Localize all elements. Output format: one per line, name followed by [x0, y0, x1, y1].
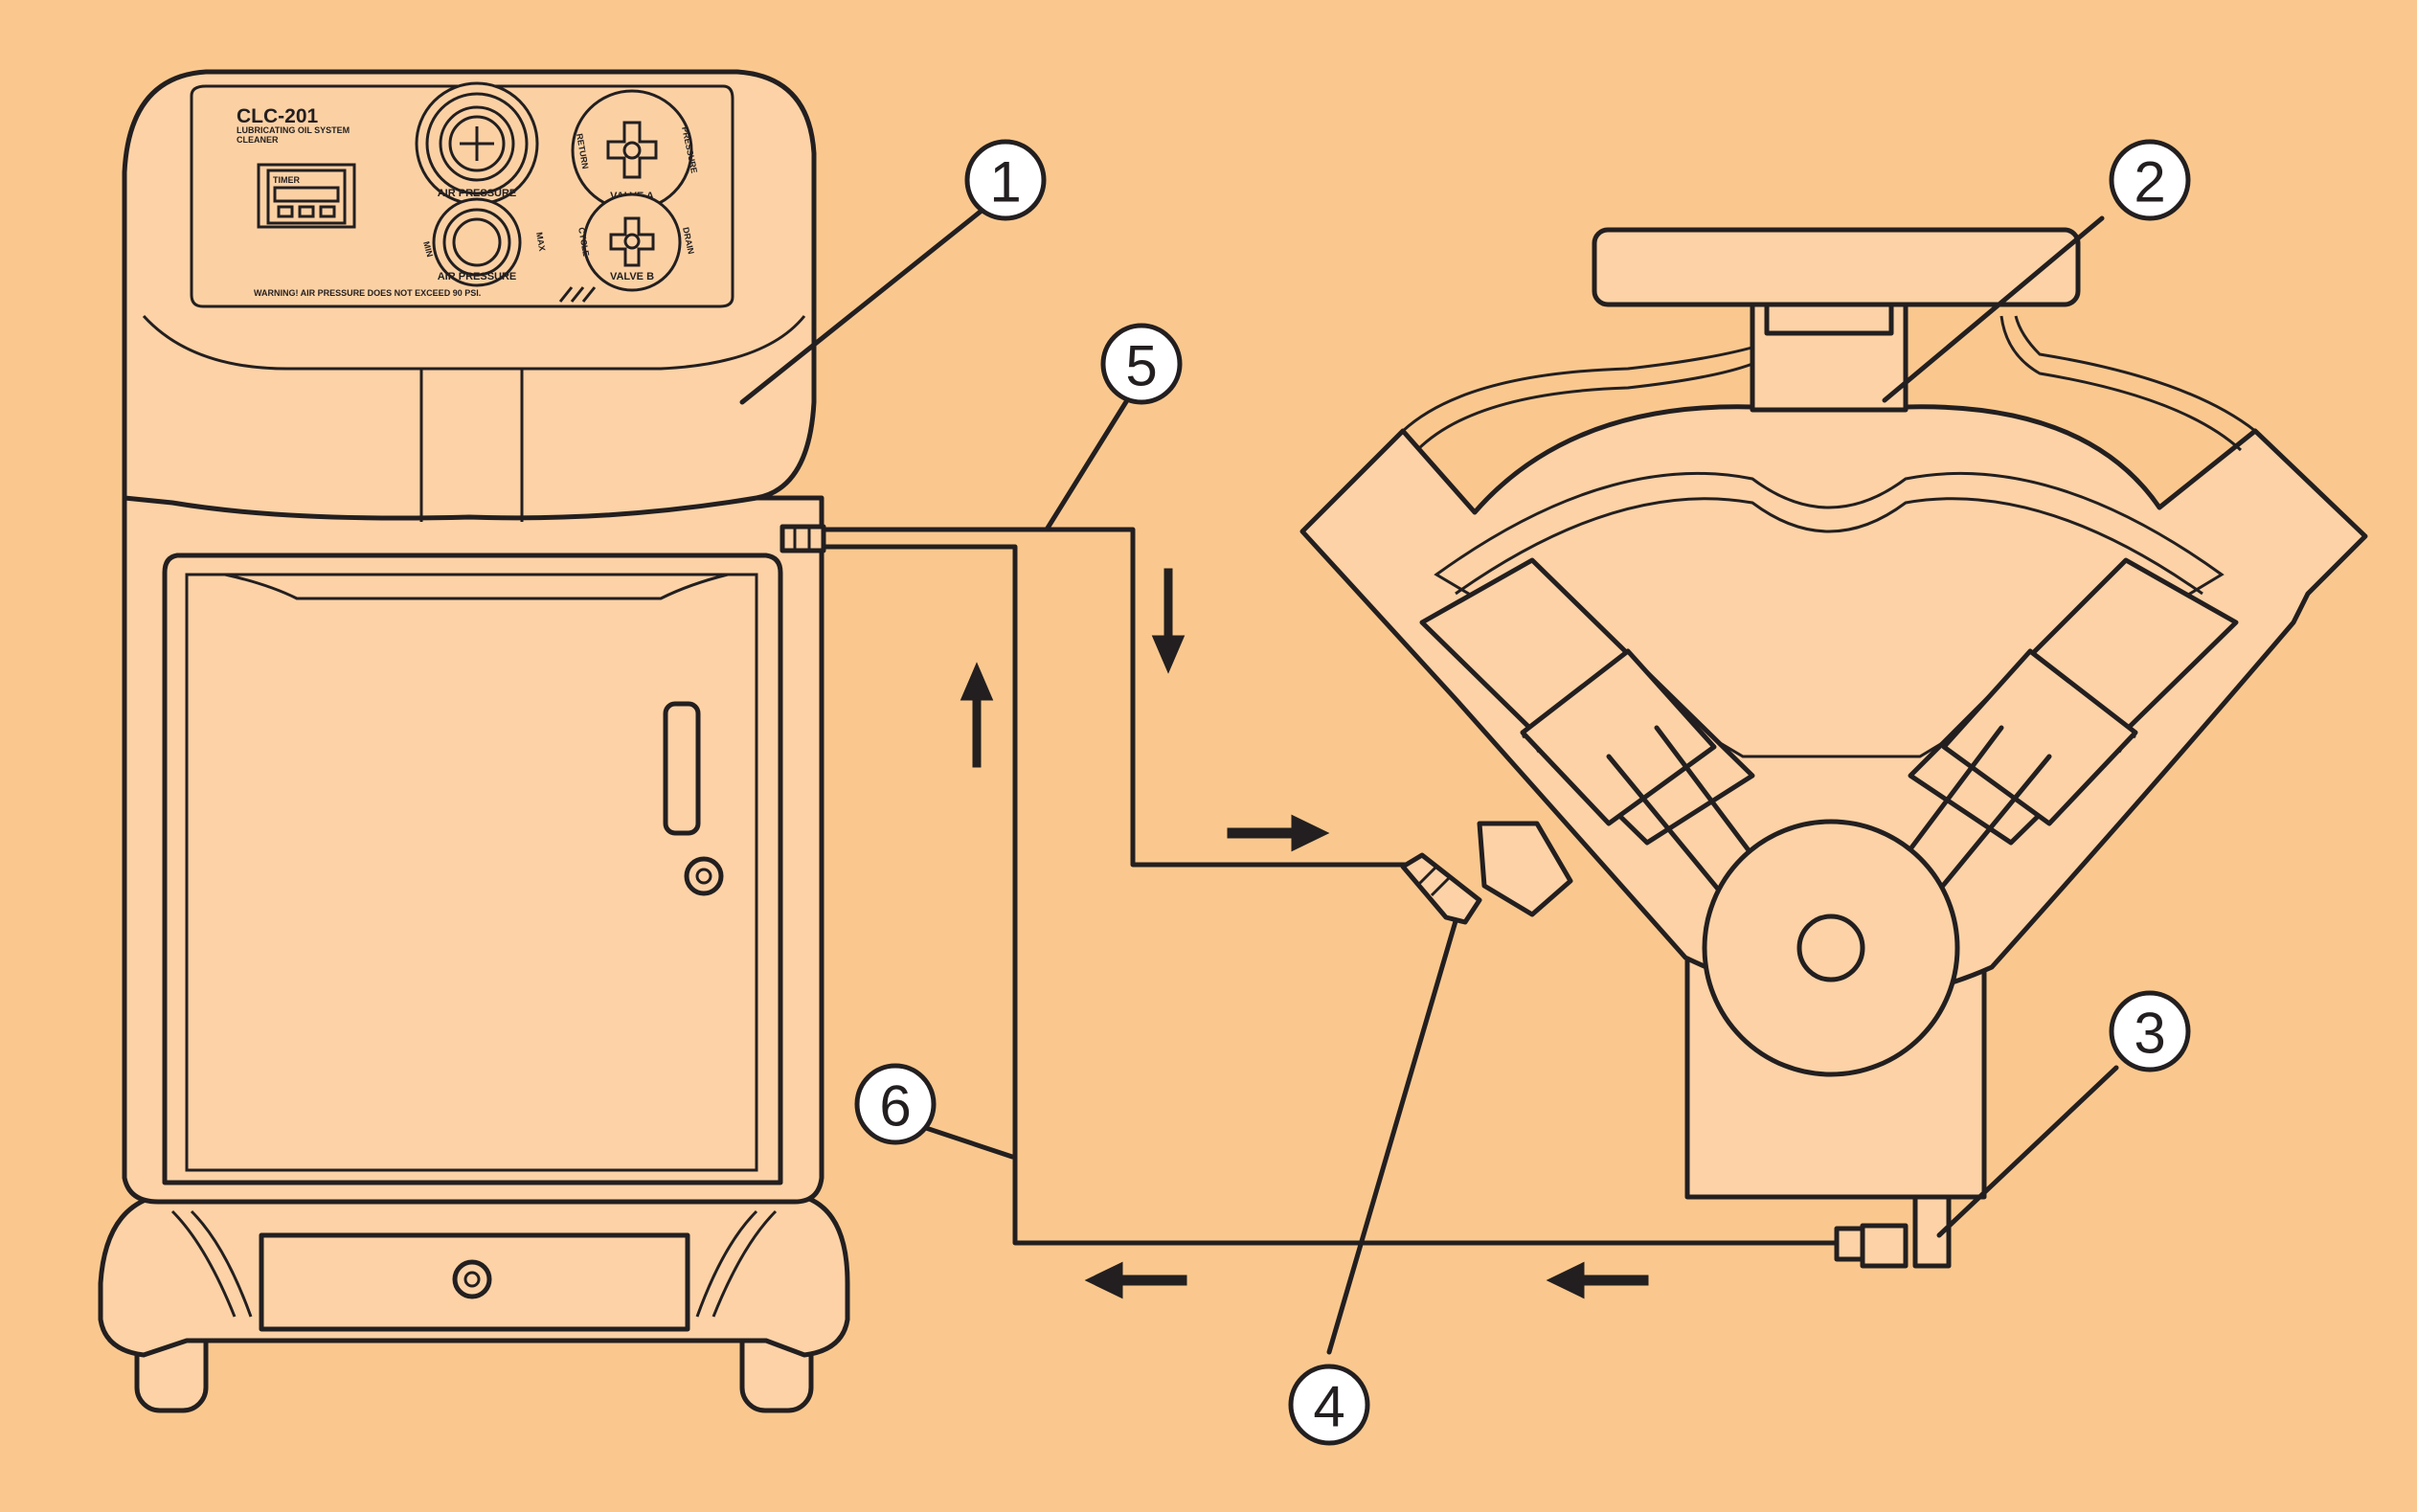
supply-hose — [821, 527, 1420, 868]
left-piston — [1520, 648, 1717, 826]
callout-1: 1 — [964, 139, 1047, 221]
timer-label: TIMER — [273, 175, 300, 185]
valve-b[interactable]: CYCLE DRAIN VALVE B — [576, 192, 696, 292]
door-handle[interactable] — [663, 701, 701, 836]
arrow-right-icon — [1227, 814, 1330, 852]
timer-screen — [273, 186, 340, 203]
model-name: CLC-201 — [237, 105, 319, 127]
callout-3-label: 3 — [2134, 1002, 2165, 1066]
warning-text: WARNING! AIR PRESSURE DOES NOT EXCEED 90… — [254, 288, 481, 298]
callout-5-label: 5 — [1125, 334, 1157, 398]
oil-drain-plug — [1912, 1194, 1952, 1269]
machine-door[interactable] — [162, 553, 783, 1185]
hose-fitting-3 — [1834, 1223, 1909, 1269]
callout-4-label: 4 — [1313, 1375, 1344, 1439]
callout-3: 3 — [2109, 990, 2191, 1072]
model-subtitle-line2: CLEANER — [237, 135, 279, 145]
air-pressure-gauge: AIR PRESSURE — [415, 81, 539, 206]
air-pressure-regulator[interactable]: MIN MAX AIR PRESSURE — [421, 197, 547, 287]
callout-6-label: 6 — [879, 1074, 911, 1139]
regulator-max-label: MAX — [534, 232, 547, 252]
base-lock-icon — [452, 1259, 492, 1299]
callout-5: 5 — [1100, 323, 1183, 405]
valve-b-label: VALVE B — [610, 271, 654, 282]
gauge-label: AIR PRESSURE — [438, 188, 517, 199]
arrow-left-icon — [1084, 1261, 1187, 1299]
callouts: 1 2 3 4 5 6 — [739, 139, 2191, 1446]
leader-3 — [1936, 1065, 2119, 1238]
engine-air-cleaner — [1592, 227, 2081, 307]
timer-button-3[interactable] — [319, 205, 336, 218]
oil-system-cleaner-machine: CLC-201 LUBRICATING OIL SYSTEM CLEANER T… — [98, 69, 850, 1413]
regulator-min-label: MIN — [421, 240, 435, 259]
leader-6 — [923, 1125, 1015, 1160]
right-piston — [1941, 648, 2138, 826]
leader-2 — [1882, 215, 2105, 403]
leader-4 — [1326, 918, 1458, 1355]
callout-6: 6 — [854, 1063, 937, 1145]
callout-2-label: 2 — [2134, 150, 2165, 214]
control-panel: CLC-201 LUBRICATING OIL SYSTEM CLEANER T… — [190, 81, 734, 308]
arrow-up-icon — [960, 662, 994, 768]
arrow-left-icon — [1546, 1261, 1649, 1299]
timer-button-2[interactable] — [298, 205, 315, 218]
machine-outlet-fitting — [779, 524, 826, 553]
callout-1-label: 1 — [989, 150, 1021, 214]
hose-connections — [779, 524, 1840, 1246]
arrow-down-icon — [1151, 568, 1186, 674]
timer-button-1[interactable] — [277, 205, 294, 218]
model-subtitle-line1: LUBRICATING OIL SYSTEM — [237, 125, 350, 135]
timer-display: TIMER — [257, 163, 356, 229]
hose-fitting-4 — [1400, 852, 1482, 925]
leader-1 — [739, 208, 984, 405]
return-hose — [821, 544, 1840, 1246]
oil-pressure-fitting — [1477, 821, 1573, 917]
leader-5 — [1044, 397, 1130, 532]
callout-4: 4 — [1288, 1364, 1370, 1446]
regulator-label: AIR PRESSURE — [438, 271, 517, 282]
door-lock-icon — [684, 856, 724, 896]
engine-block — [1299, 342, 2368, 1002]
flow-arrows — [960, 568, 1649, 1299]
v-engine — [1299, 227, 2368, 1269]
callout-2: 2 — [2109, 139, 2191, 221]
